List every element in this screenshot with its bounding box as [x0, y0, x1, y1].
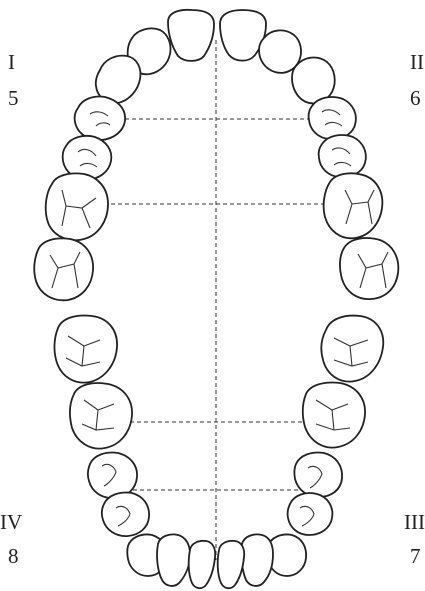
quadrant-3-roman-label: III	[404, 510, 425, 534]
quadrant-1-number-label: 5	[8, 86, 19, 110]
tooth-upper-right-canine	[94, 54, 142, 105]
upper-arch	[33, 8, 400, 302]
guide-lines	[62, 40, 370, 560]
tooth-upper-left-lateral-incisor	[258, 29, 302, 74]
tooth-lower-right-second-premolar	[87, 451, 138, 499]
tooth-upper-left-second-molar	[339, 237, 400, 300]
tooth-lower-left-lateral-incisor	[240, 533, 274, 587]
quadrant-4-number-label: 8	[8, 544, 19, 568]
quadrant-3-number-label: 7	[410, 544, 421, 568]
tooth-lower-right-first-molar	[69, 382, 133, 450]
quadrant-1-roman-label: I	[8, 50, 15, 74]
tooth-lower-left-central-incisor	[216, 539, 246, 590]
quadrant-2-number-label: 6	[410, 86, 421, 110]
tooth-upper-left-first-premolar	[307, 96, 357, 140]
tooth-lower-right-central-incisor	[187, 539, 217, 590]
tooth-upper-right-first-premolar	[73, 95, 126, 141]
tooth-upper-left-second-premolar	[317, 134, 367, 178]
tooth-lower-right-lateral-incisor	[156, 533, 191, 587]
tooth-upper-right-second-premolar	[61, 134, 113, 181]
tooth-lower-left-first-molar	[301, 381, 366, 449]
lower-arch	[53, 314, 385, 590]
tooth-lower-left-second-premolar	[293, 451, 343, 498]
tooth-lower-left-second-molar	[320, 314, 385, 383]
quadrant-2-roman-label: II	[410, 50, 424, 74]
tooth-lower-right-second-molar	[53, 314, 118, 384]
tooth-upper-left-first-molar	[322, 172, 384, 240]
tooth-lower-right-first-premolar	[101, 491, 150, 537]
quadrant-4-roman-label: IV	[0, 510, 23, 534]
tooth-lower-left-first-premolar	[286, 492, 334, 536]
tooth-upper-right-second-molar	[33, 237, 94, 302]
tooth-upper-right-central-incisor	[167, 8, 215, 62]
